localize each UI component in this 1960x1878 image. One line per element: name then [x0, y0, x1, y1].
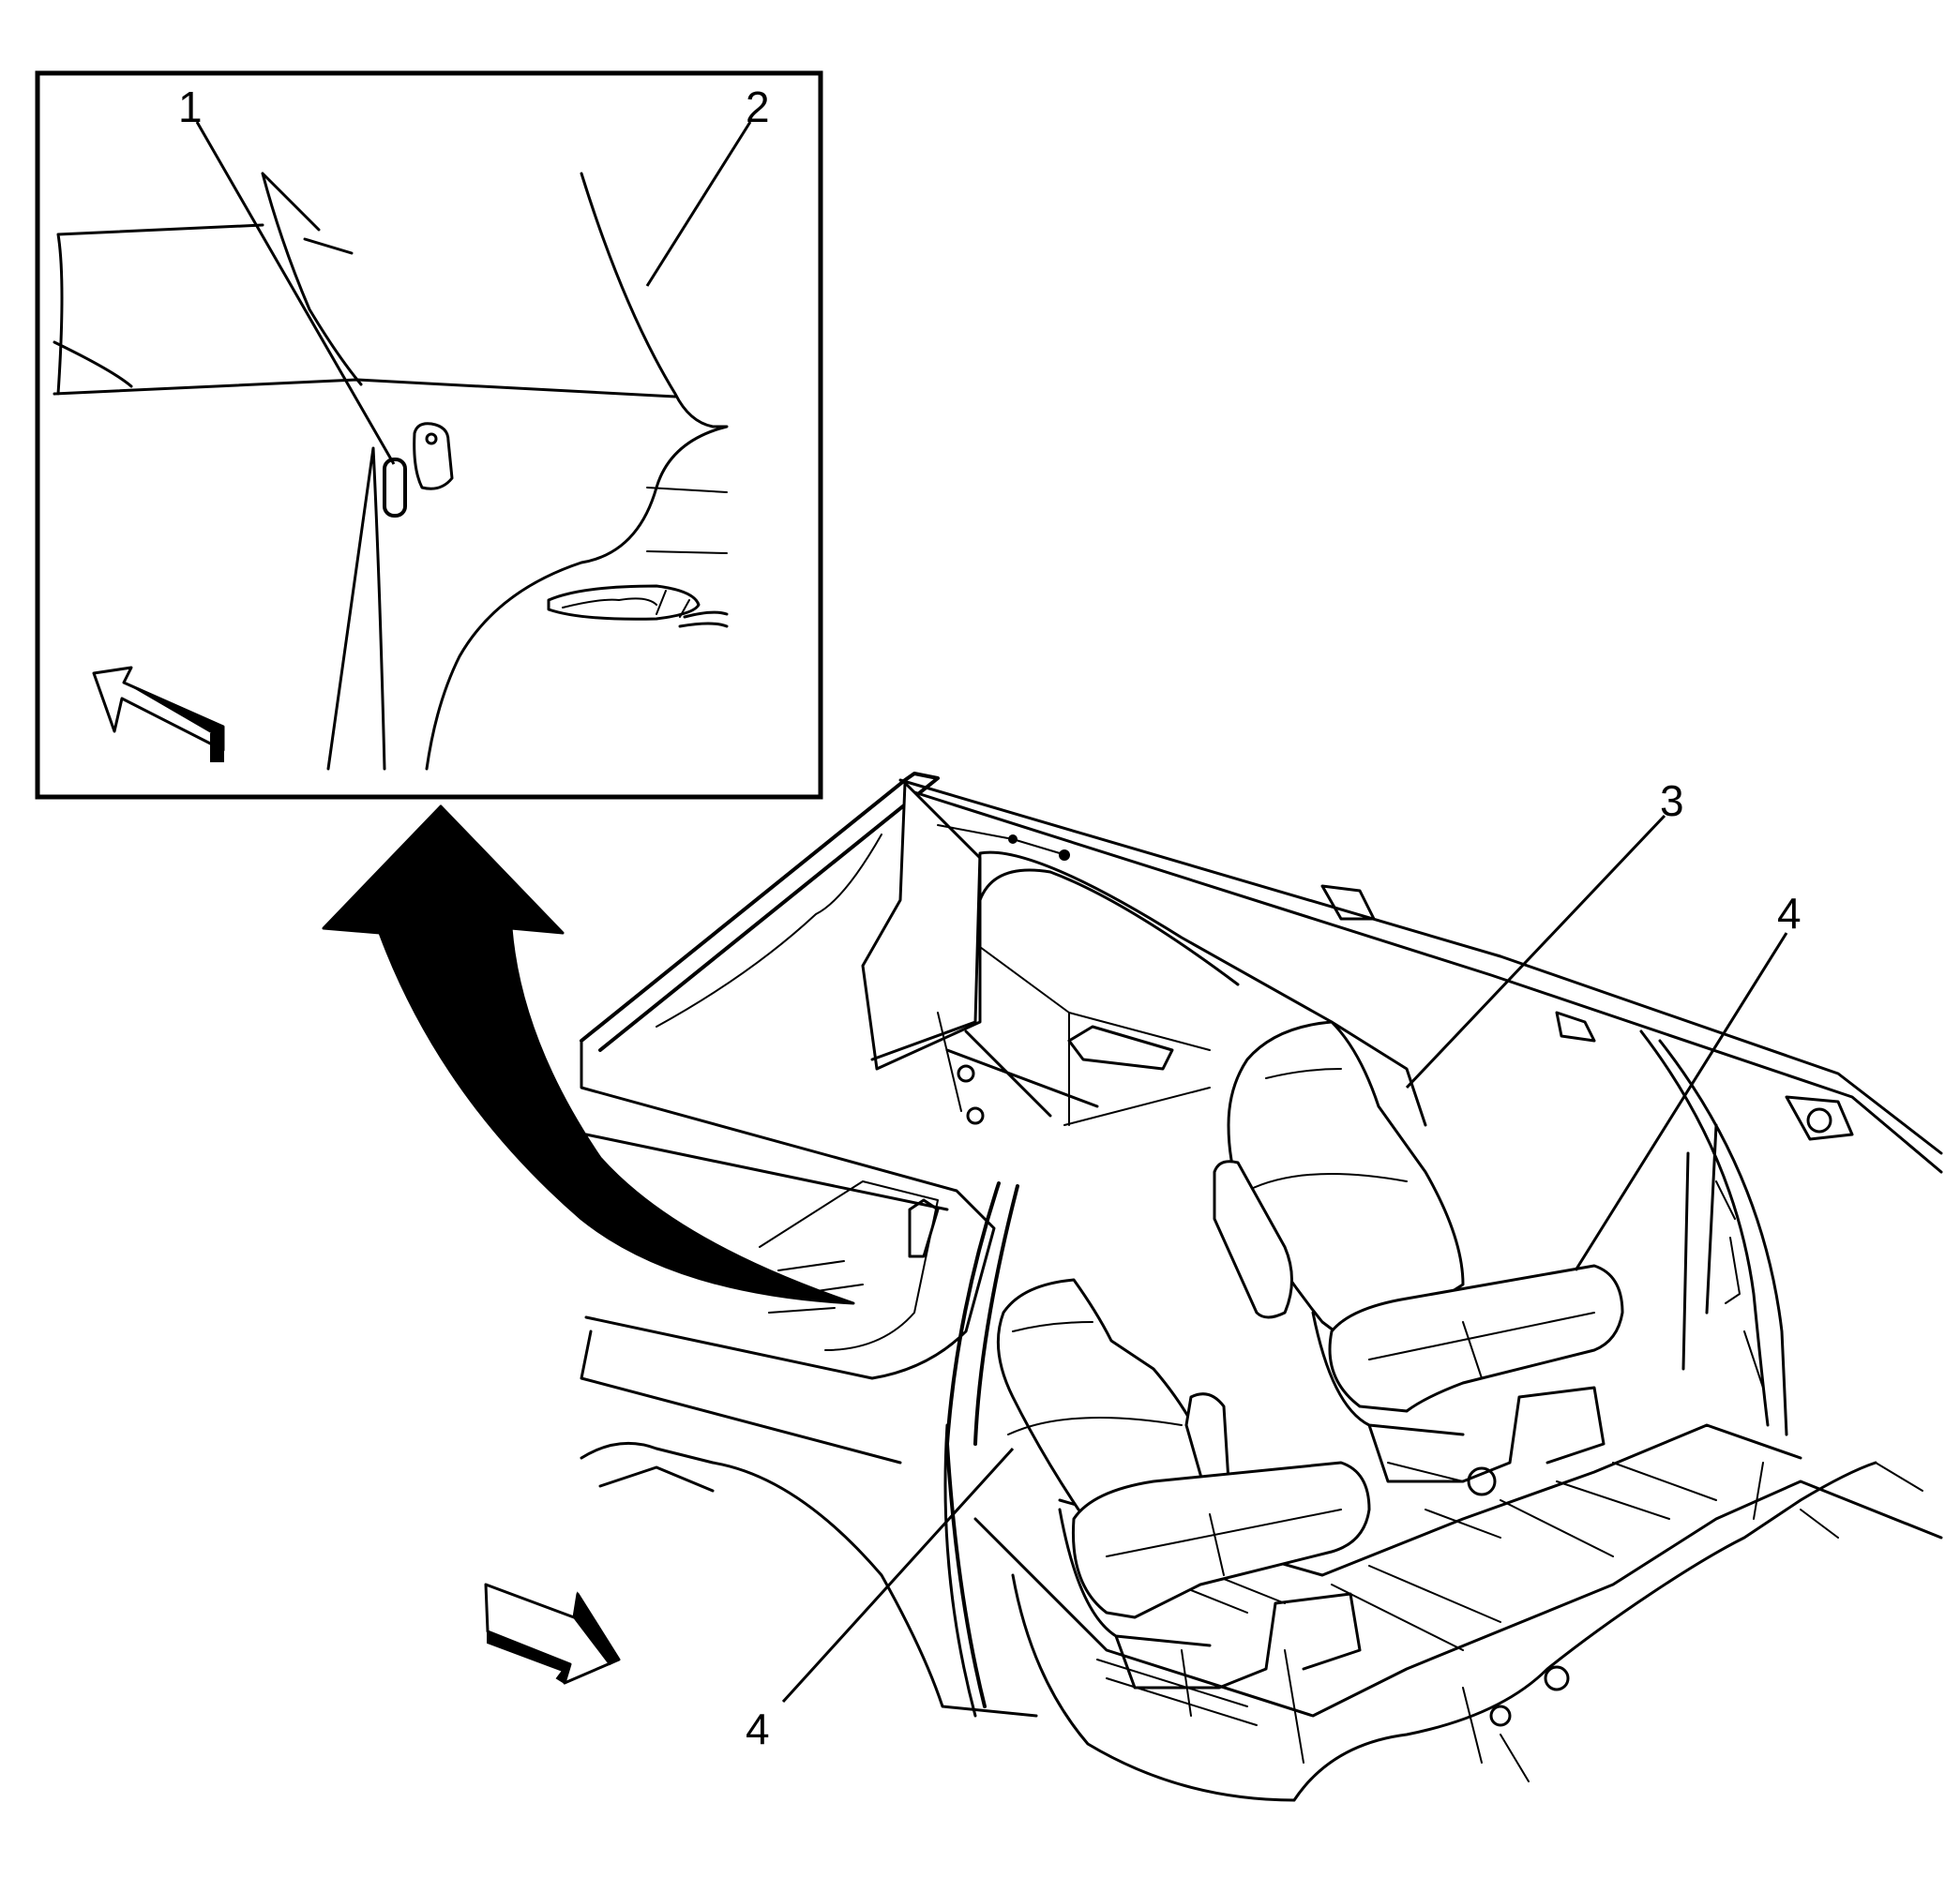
inset-headliner	[53, 223, 677, 398]
callout-3: 3	[1660, 776, 1684, 825]
callout-2: 2	[746, 83, 770, 131]
front-seatback-seam	[1007, 1321, 1183, 1435]
forward-direction-arrow-icon	[484, 1583, 621, 1685]
front-seat-frame	[1058, 1508, 1362, 1690]
rocker-front	[598, 1423, 977, 1718]
rear-quarter-inner	[937, 946, 1211, 1126]
dome-light-lens	[1806, 1107, 1832, 1134]
inset-pillar	[261, 172, 363, 386]
callout-4-right: 4	[1777, 889, 1802, 938]
callout-4-left: 4	[746, 1705, 770, 1753]
rear-seat	[1213, 1020, 1624, 1483]
connector-c	[1489, 1705, 1512, 1727]
connector-a	[1008, 834, 1018, 844]
leader-4-right	[1574, 932, 1788, 1271]
seat-belt-guide	[383, 422, 454, 518]
front-door-inner	[759, 1180, 939, 1351]
c-pillar-detail	[1715, 1180, 1764, 1389]
inset-vent-slots	[547, 584, 729, 628]
inset-trim-detail	[646, 487, 728, 554]
floor-harness	[1011, 1461, 1877, 1802]
trim-handle	[1067, 1025, 1174, 1071]
connector-e	[1467, 1466, 1497, 1496]
front-seat	[996, 1278, 1371, 1726]
connector-b	[1059, 849, 1070, 861]
callout-1: 1	[178, 83, 203, 131]
b-pillar	[945, 1181, 1019, 1708]
front-seat-cushion	[1071, 1461, 1371, 1619]
leader-1	[195, 121, 396, 465]
floor-harness-2	[1284, 1462, 1923, 1782]
rear-seat-bolster	[1213, 1160, 1293, 1319]
roof-rail	[580, 772, 940, 1052]
rear-seat-cushion	[1328, 1264, 1624, 1413]
leader-4-left	[781, 1447, 1015, 1704]
rear-quarter-panel	[870, 850, 1427, 1127]
inset-pillar-lower	[326, 446, 386, 771]
rear-seat-frame	[1311, 1311, 1606, 1483]
front-door-panel	[580, 1039, 996, 1465]
leader-3	[1405, 814, 1666, 1089]
detail-inset: 1 2	[35, 70, 823, 800]
wheel-arch	[580, 1441, 1038, 1718]
front-seat-rail	[1096, 1649, 1258, 1726]
fastener-a	[957, 1064, 975, 1083]
dome-light	[1320, 884, 1854, 1141]
upper-harness	[656, 824, 1061, 1028]
window-switch	[908, 1198, 940, 1258]
front-seat-cushion-seam	[1106, 1509, 1342, 1576]
c-pillar	[1639, 1029, 1788, 1436]
connector-d	[1544, 1665, 1570, 1691]
upper-body-line	[898, 778, 1943, 1174]
rear-seat-cushion-seam	[1368, 1312, 1595, 1379]
inset-direction-arrow-icon	[92, 666, 225, 762]
fastener-b	[966, 1106, 985, 1125]
leader-2	[645, 121, 752, 287]
rear-seatback-seam	[1246, 1068, 1408, 1192]
vehicle-body	[580, 772, 1943, 1802]
zoom-arrow-icon	[322, 804, 855, 1305]
